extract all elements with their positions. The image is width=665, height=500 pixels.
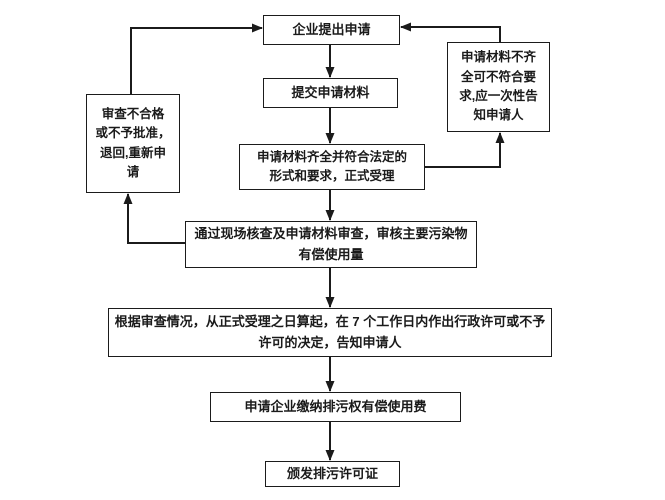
flow-node-review: 通过现场核查及申请材料审查，审核主要污染物 有偿使用量 <box>185 221 477 268</box>
connector-reject-apply <box>130 23 263 94</box>
flow-node-reject: 审查不合格 或不予批准， 退回,重新申 请 <box>86 94 180 193</box>
flow-node-incomplete: 申请材料不齐 全可不符合要 求,应一次性告 知申请人 <box>447 42 550 132</box>
connector-accept-incomplete <box>425 132 505 168</box>
flow-node-decision: 根据审查情况，从正式受理之日算起，在 7 个工作日内作出行政许可或不予 许可的决… <box>108 308 552 357</box>
flow-node-apply: 企业提出申请 <box>263 15 400 45</box>
flow-node-pay: 申请企业缴纳排污权有偿使用费 <box>210 392 461 422</box>
connector-review-reject <box>123 193 185 244</box>
connector-incomplete-apply <box>400 22 501 42</box>
flow-node-accept: 申请材料齐全并符合法定的 形式和要求，正式受理 <box>239 144 425 190</box>
flow-node-issue: 颁发排污许可证 <box>265 461 400 487</box>
flow-node-submit: 提交申请材料 <box>263 78 398 108</box>
